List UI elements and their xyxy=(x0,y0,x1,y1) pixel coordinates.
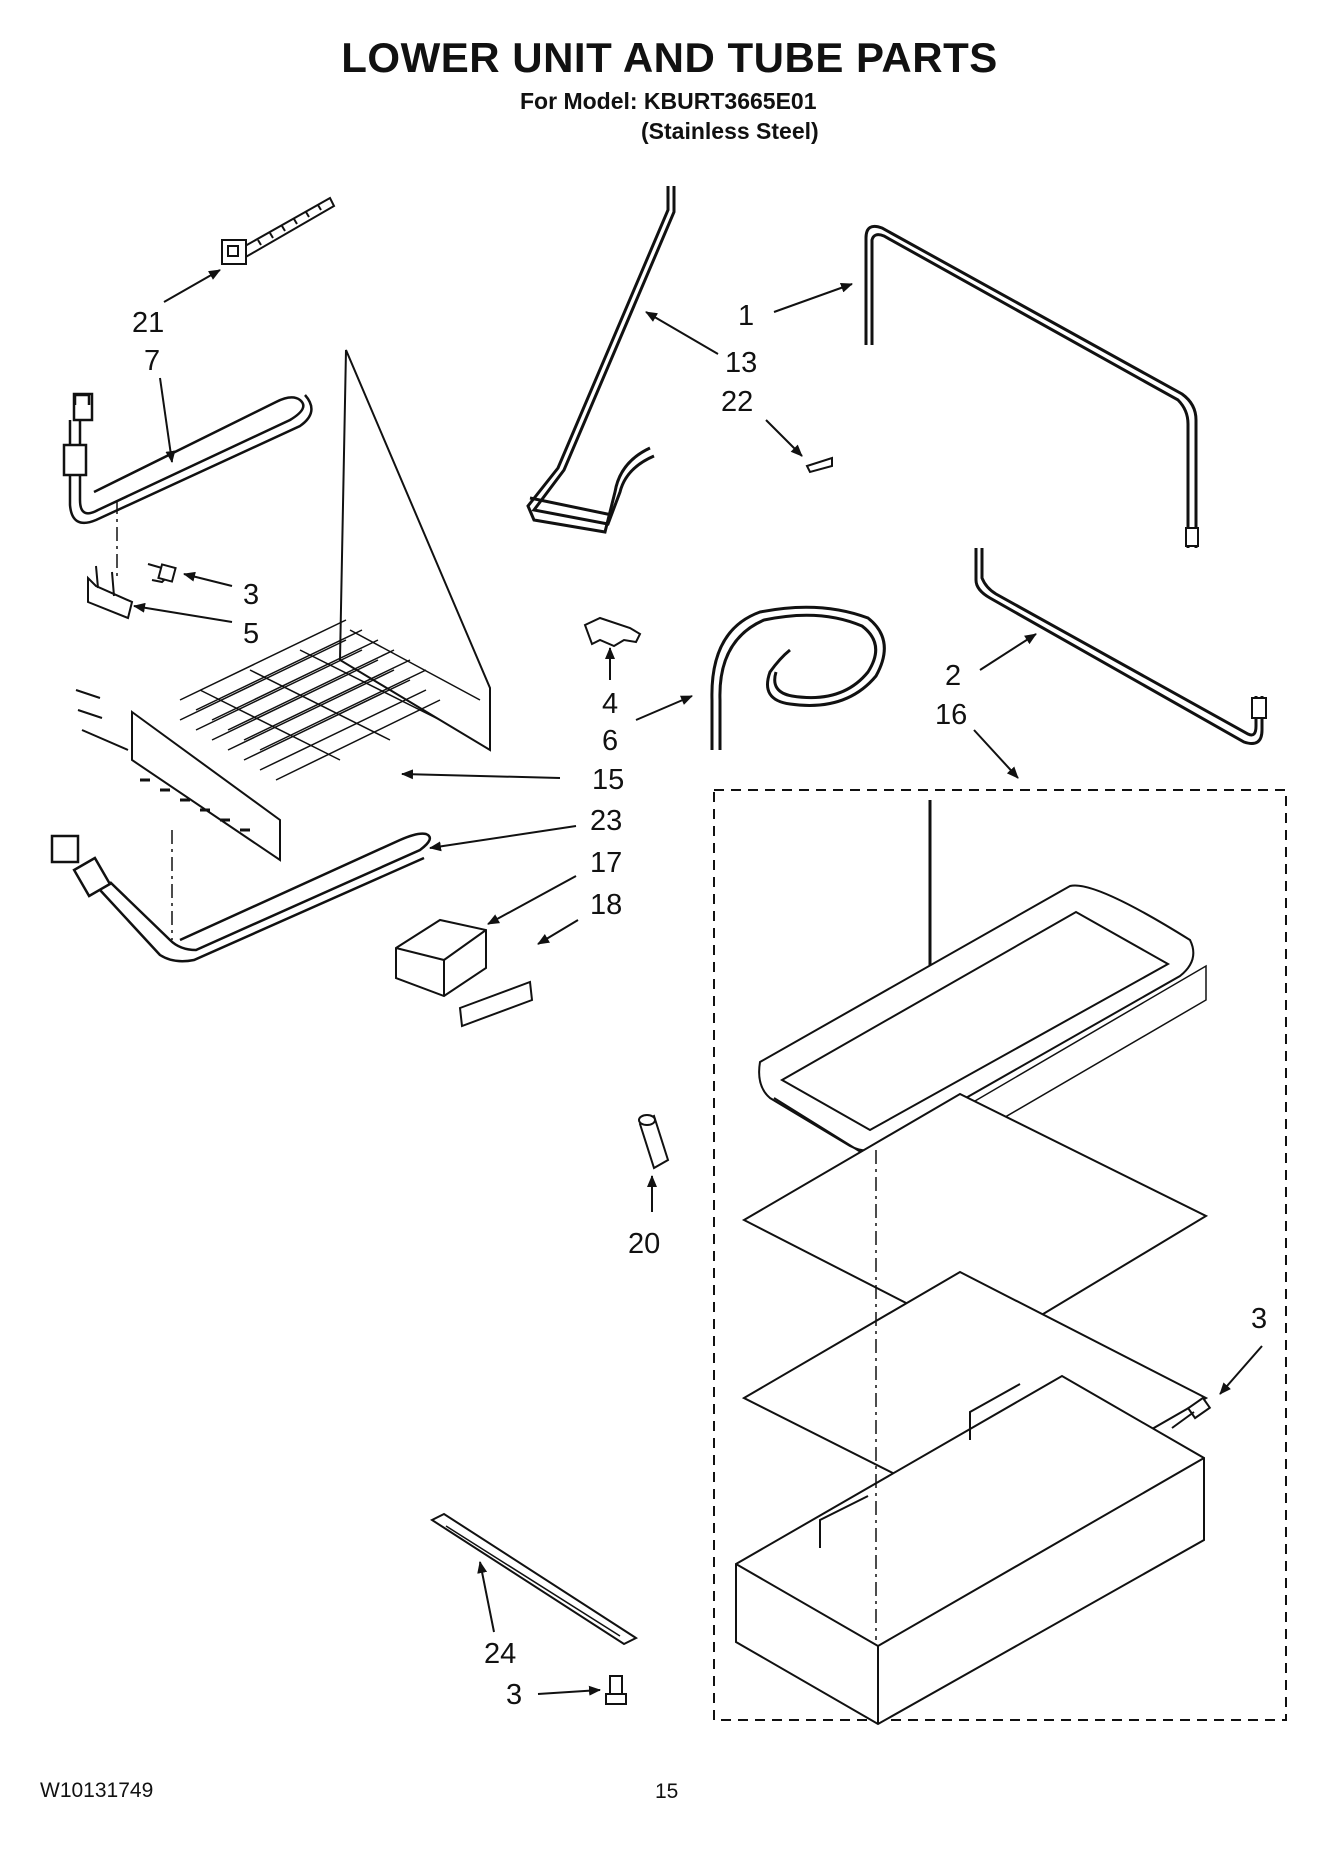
callout-18: 18 xyxy=(590,889,622,921)
callout-3-top: 3 xyxy=(243,579,259,611)
bracket-17-part xyxy=(395,918,487,998)
strip-24-part xyxy=(429,1512,639,1646)
tube-2-part xyxy=(974,548,1267,745)
callout-21: 21 xyxy=(132,307,164,339)
callout-23: 23 xyxy=(590,805,622,837)
callout-13: 13 xyxy=(725,347,757,379)
spacer-20-part xyxy=(638,1114,670,1170)
tube-13-part xyxy=(526,186,676,534)
bracket-part xyxy=(87,565,134,620)
callout-3-bottom: 3 xyxy=(506,1679,522,1711)
heater-23-part xyxy=(50,832,432,963)
tube-6-part xyxy=(710,605,886,750)
model-variant: (Stainless Steel) xyxy=(641,118,819,144)
tube-1-part xyxy=(864,224,1199,548)
clip-22-part xyxy=(805,456,833,474)
callout-2: 2 xyxy=(945,660,961,692)
page-title: LOWER UNIT AND TUBE PARTS xyxy=(341,34,998,81)
clip-4-part xyxy=(583,616,642,648)
callout-20: 20 xyxy=(628,1228,660,1260)
callout-4: 4 xyxy=(602,688,618,720)
callout-1: 1 xyxy=(738,300,754,332)
screw-3c-part xyxy=(605,1675,627,1705)
callout-15: 15 xyxy=(592,764,624,796)
cable-tie-part xyxy=(221,196,336,265)
heater-loop-part xyxy=(62,392,313,525)
callout-24: 24 xyxy=(484,1638,516,1670)
assembly-16-box xyxy=(713,789,1287,1721)
plate-18-part xyxy=(458,980,534,1028)
callout-17: 17 xyxy=(590,847,622,879)
callout-labels: 21 7 3 5 1 13 22 4 6 2 16 15 23 17 18 20… xyxy=(132,300,1267,1711)
document-number: W10131749 xyxy=(40,1779,154,1802)
drawer-16-part xyxy=(735,800,1209,1726)
page-number: 15 xyxy=(655,1780,679,1803)
callout-22: 22 xyxy=(721,386,753,418)
callout-3-right: 3 xyxy=(1251,1303,1267,1335)
model-number: For Model: KBURT3665E01 xyxy=(520,88,817,114)
screw-3b-part xyxy=(1171,1396,1212,1429)
alignment-lines xyxy=(116,500,877,1640)
callout-5: 5 xyxy=(243,618,259,650)
evaporator-part xyxy=(75,349,491,862)
screw-part xyxy=(147,563,177,584)
callout-7: 7 xyxy=(144,345,160,377)
callout-6: 6 xyxy=(602,725,618,757)
leader-lines xyxy=(133,269,1263,1696)
callout-16: 16 xyxy=(935,699,967,731)
